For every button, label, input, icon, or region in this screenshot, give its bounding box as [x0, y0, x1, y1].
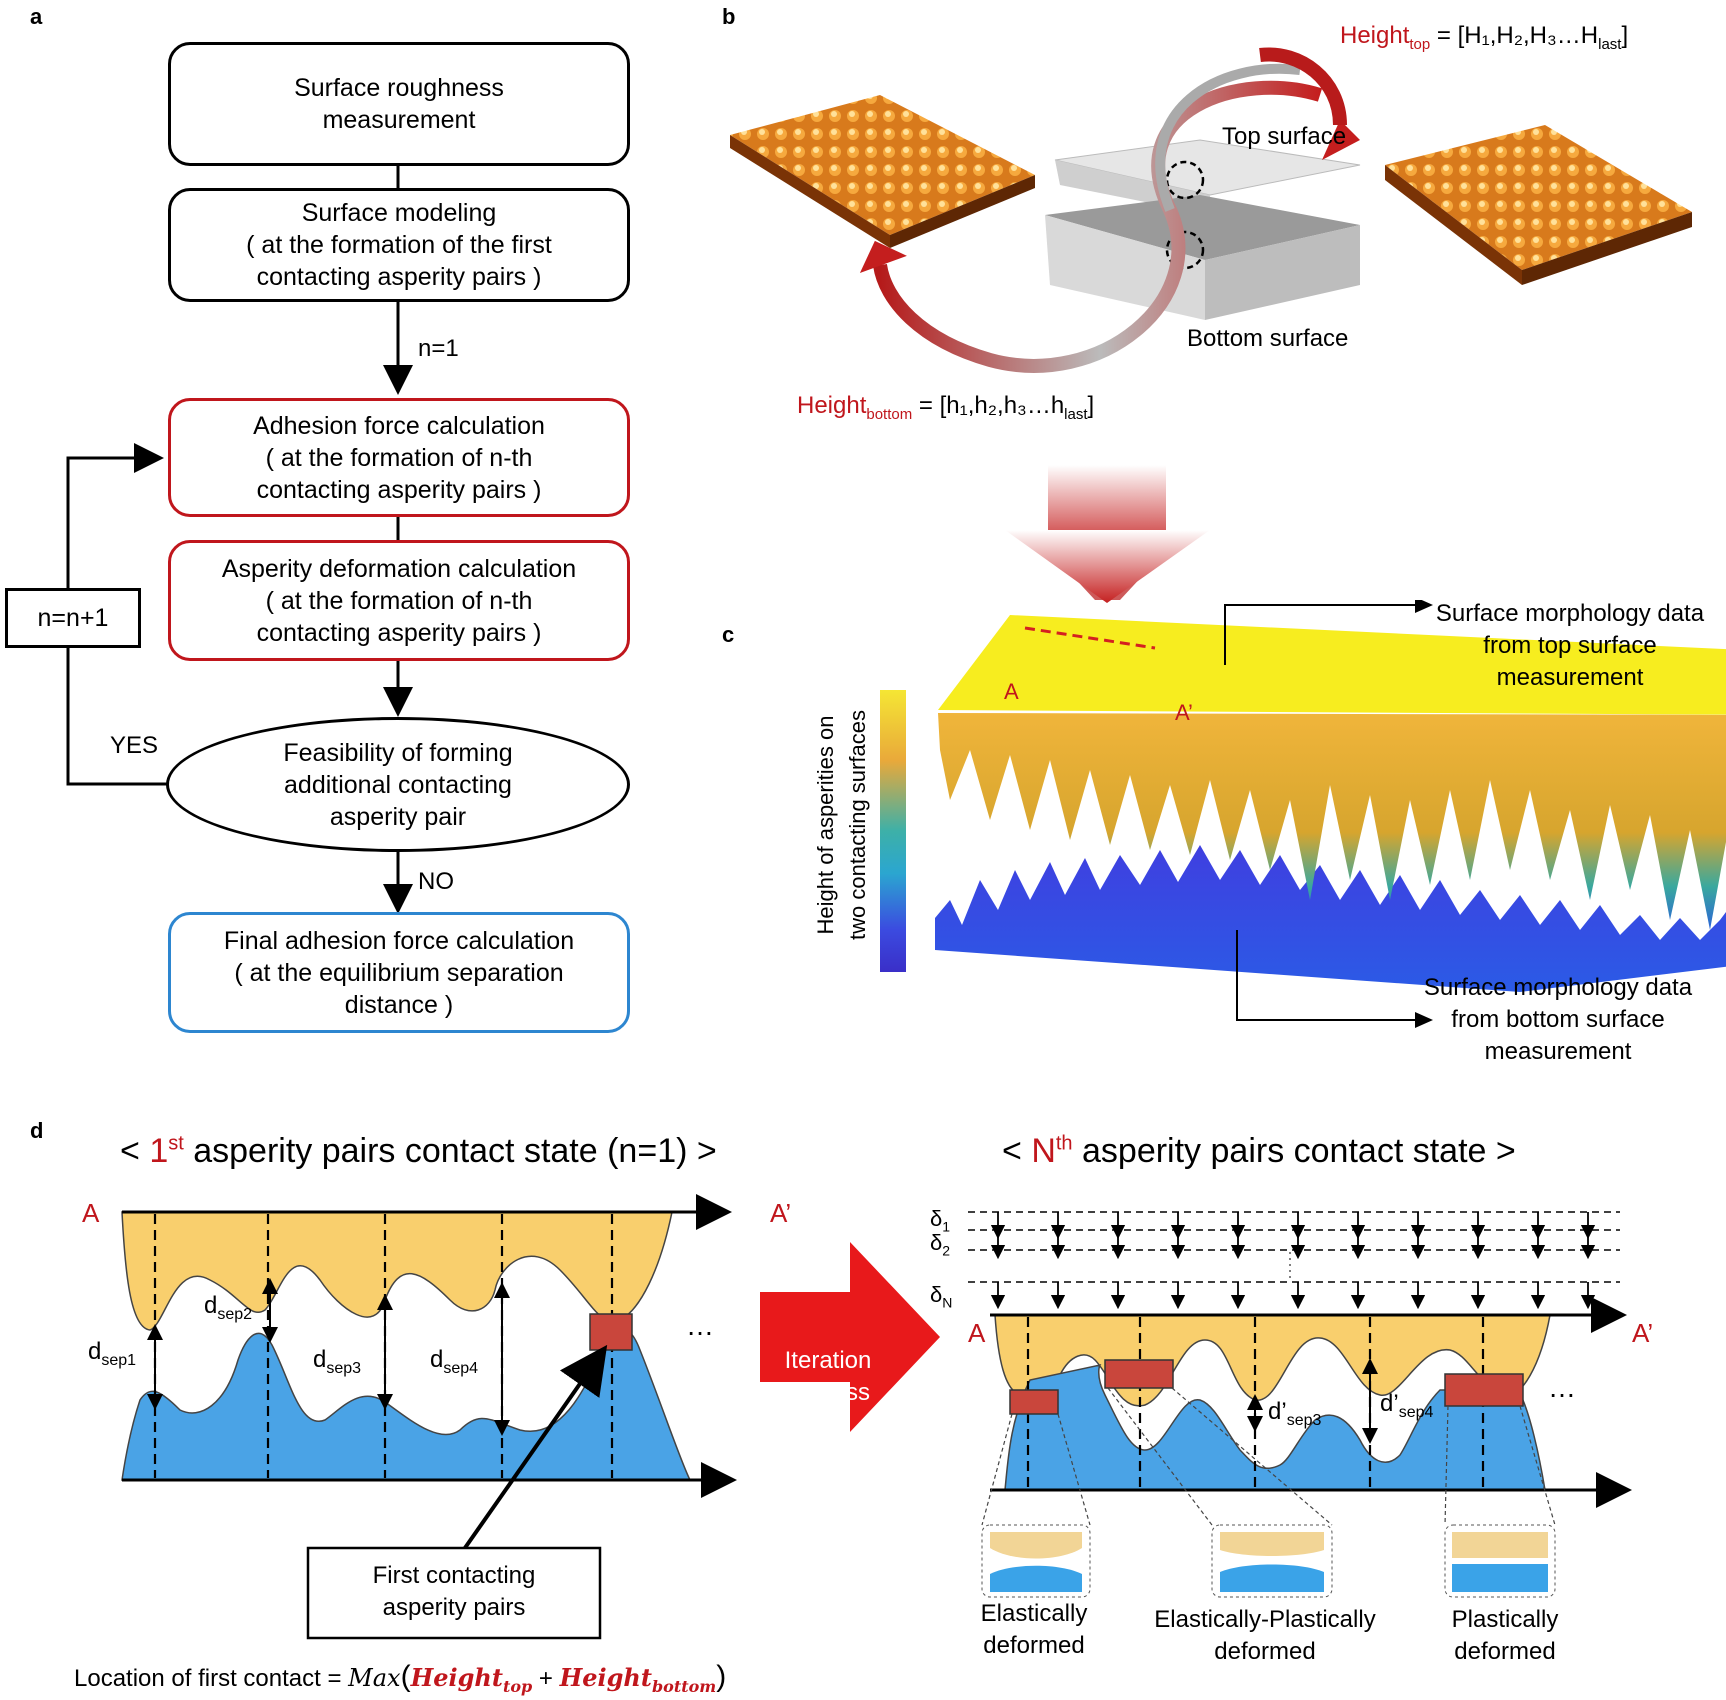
height-top-prefix: Height — [1340, 22, 1410, 49]
height-bottom-last: last — [1064, 405, 1088, 423]
d-letter: d — [88, 1338, 102, 1365]
left-axis-start: A — [82, 1198, 100, 1228]
panel-b-illustration — [730, 47, 1692, 603]
right-title-sup: th — [1055, 1132, 1073, 1155]
elastoplastic-deformed-label: Elastically-Plastically deformed — [1154, 1606, 1376, 1665]
d-letter: d — [204, 1292, 218, 1319]
iteration-process-label: Iteration process — [784, 1347, 872, 1406]
top-morphology-note: Surface morphology data from top surface… — [1435, 600, 1705, 691]
height-top-last: last — [1598, 35, 1622, 53]
delta-letter: δ — [930, 1282, 943, 1307]
height-bottom-value: = [h₁,h₂,h₃…h — [918, 392, 1065, 419]
d-letter: d — [313, 1346, 327, 1373]
bottom-surface-label: Bottom surface — [1187, 325, 1349, 352]
dsep3-sub: sep3 — [326, 1359, 362, 1377]
formula-height-bottom: Height — [559, 1663, 652, 1692]
line-end-label: A’ — [1175, 700, 1193, 725]
formula-bottom-sub: bottom — [651, 1676, 717, 1696]
delta-1-sub: 1 — [942, 1218, 951, 1235]
delta-n-label: δN — [930, 1282, 952, 1310]
dsep1-sub: sep1 — [101, 1351, 137, 1369]
delta-letter: δ — [930, 1230, 943, 1255]
height-top-value: = [H₁,H₂,H₃…H — [1436, 22, 1599, 49]
first-contact-box-label: First contacting asperity pairs — [372, 1562, 536, 1621]
yes-label: YES — [110, 732, 159, 759]
formula-prefix: Location of first contact = — [74, 1665, 349, 1692]
delta-n-sub: N — [942, 1294, 953, 1311]
no-label: NO — [418, 868, 454, 895]
dprime-letter: d’ — [1380, 1390, 1399, 1417]
flow-step-roughness-measurement: Surface roughness measurement — [168, 42, 630, 166]
dsep3-label: dsep3 — [313, 1346, 361, 1378]
right-state-title: < Nth asperity pairs contact state > — [1002, 1132, 1516, 1171]
left-title-pre: < — [120, 1132, 150, 1170]
n-init-label: n=1 — [418, 335, 459, 362]
bottom-surface-render — [730, 95, 1035, 248]
panel-d-profiles — [121, 1194, 1632, 1640]
bottom-morphology-note: Surface morphology data from bottom surf… — [1423, 974, 1693, 1065]
flow-step-surface-modeling: Surface modeling ( at the formation of t… — [168, 188, 630, 302]
colorbar — [880, 690, 906, 972]
line-start-label: A — [1004, 679, 1019, 704]
right-ellipsis: … — [1548, 1372, 1576, 1403]
left-title-post: asperity pairs contact state (n=1) > — [183, 1132, 717, 1170]
right-title-pre: < — [1002, 1132, 1032, 1170]
first-contact-formula: Location of first contact = Max(Heightto… — [74, 1660, 727, 1696]
formula-top-sub: top — [502, 1676, 533, 1696]
formula-height-top: Height — [410, 1663, 503, 1692]
delta-2-sub: 2 — [942, 1242, 951, 1259]
panel-label-c: c — [722, 622, 735, 647]
plastic-deformed-label: Plastically deformed — [1451, 1606, 1559, 1665]
flow-step-adhesion-force: Adhesion force calculation ( at the form… — [168, 398, 630, 517]
formula-max: Max — [348, 1664, 401, 1692]
dsep2-sub: sep2 — [217, 1305, 253, 1323]
flow-decision-feasibility: Feasibility of forming additional contac… — [166, 717, 630, 852]
contacting-surfaces-3d — [1045, 139, 1361, 320]
panel-label-b: b — [722, 4, 736, 29]
delta-letter: δ — [930, 1206, 943, 1231]
right-title-post: asperity pairs contact state > — [1072, 1132, 1516, 1170]
elastic-deformed-label: Elastically deformed — [980, 1600, 1088, 1659]
dprime-letter: d’ — [1268, 1398, 1287, 1425]
left-state-title: < 1st asperity pairs contact state (n=1)… — [120, 1132, 717, 1171]
dprime-sep4-sub: sep4 — [1398, 1403, 1434, 1421]
height-bottom-prefix: Height — [797, 392, 867, 419]
right-axis-start: A — [968, 1318, 986, 1348]
flow-step-final-adhesion: Final adhesion force calculation ( at th… — [168, 912, 630, 1033]
dprime-sep3-label: d’sep3 — [1268, 1398, 1321, 1430]
delta-2-label: δ2 — [930, 1230, 950, 1258]
left-title-num: 1 — [149, 1132, 169, 1170]
loop-counter-box: n=n+1 — [5, 588, 141, 648]
top-surface-label: Top surface — [1222, 123, 1347, 150]
left-title-sup: st — [168, 1132, 184, 1155]
dsep2-label: dsep2 — [204, 1292, 252, 1324]
height-bottom-sub: bottom — [866, 405, 913, 423]
dprime-sep4-label: d’sep4 — [1380, 1390, 1433, 1422]
height-bottom-label: Heightbottom = [h₁,h₂,h₃…hlast] — [797, 392, 1095, 423]
elastoplastic-inset — [1211, 1524, 1333, 1598]
panel-label-d: d — [30, 1118, 44, 1143]
delta-1-label: δ1 — [930, 1206, 950, 1234]
panel-c-surface-plot — [880, 600, 1726, 1028]
flow-step-asperity-deformation: Asperity deformation calculation ( at th… — [168, 540, 630, 661]
right-axis-end: A’ — [1632, 1318, 1654, 1348]
left-ellipsis: … — [686, 1310, 714, 1341]
panel-label-a: a — [30, 4, 43, 29]
right-title-num: N — [1031, 1132, 1056, 1170]
dprime-sep3-sub: sep3 — [1286, 1411, 1322, 1429]
height-top-sub: top — [1409, 35, 1431, 53]
top-surface-render — [1385, 125, 1692, 285]
dsep4-sub: sep4 — [443, 1359, 479, 1377]
dsep1-label: dsep1 — [88, 1338, 136, 1370]
left-axis-end: A’ — [770, 1198, 792, 1228]
height-top-label: Heighttop = [H₁,H₂,H₃…Hlast] — [1340, 22, 1629, 53]
elastic-inset — [981, 1524, 1091, 1598]
colorbar-label: Height of asperities on two contacting s… — [813, 710, 870, 940]
dsep4-label: dsep4 — [430, 1346, 478, 1378]
plastic-inset — [1444, 1524, 1556, 1598]
d-letter: d — [430, 1346, 444, 1373]
